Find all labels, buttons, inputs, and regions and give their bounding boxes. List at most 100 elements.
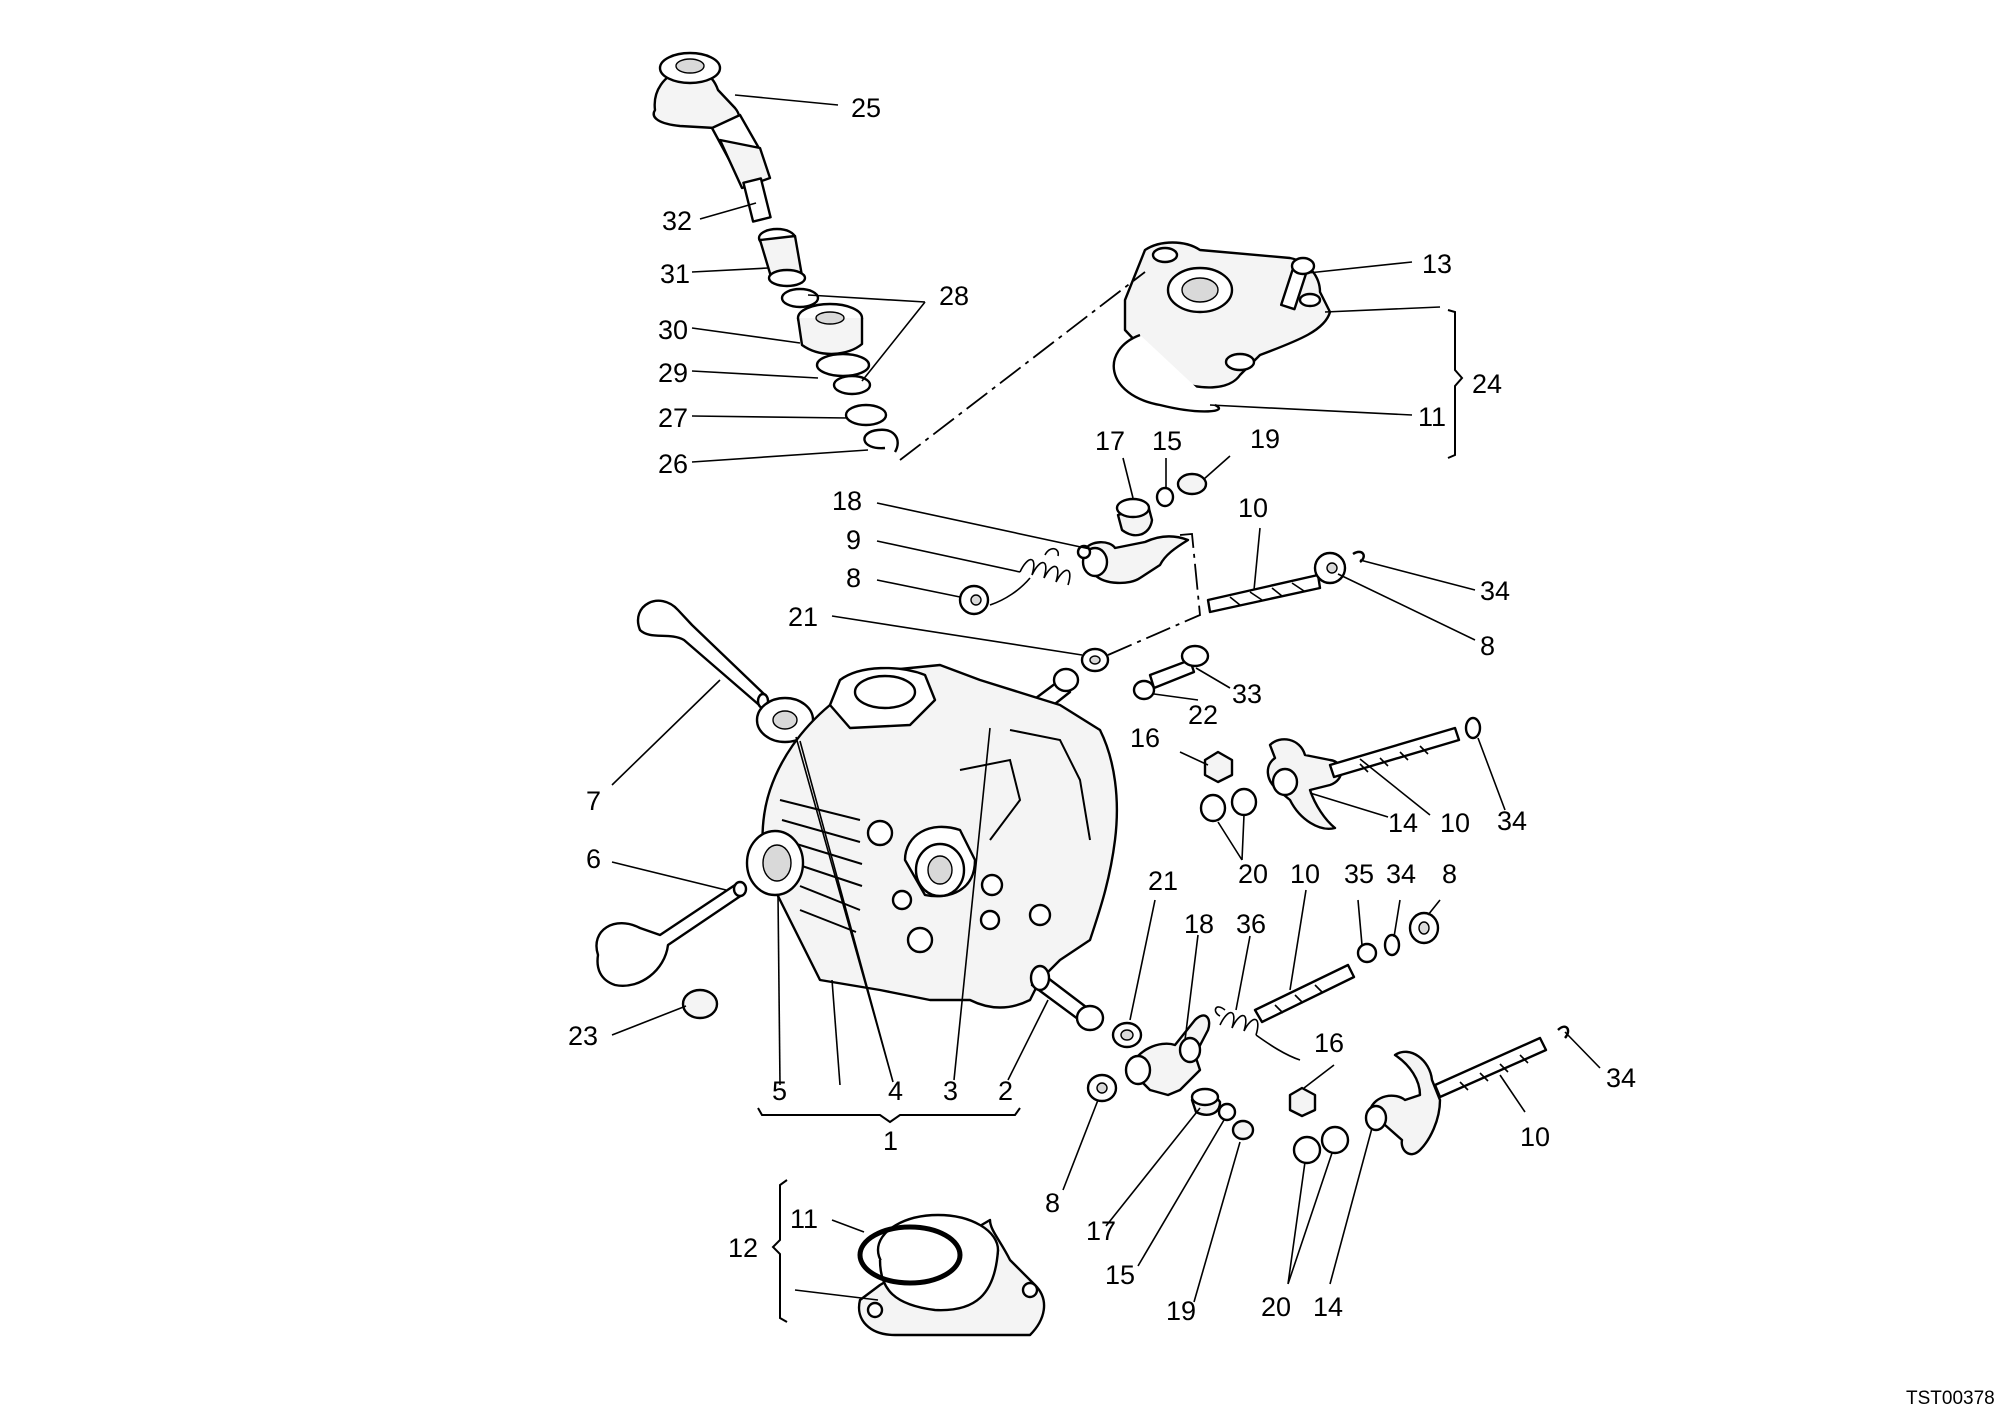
part-34-clip-c xyxy=(1383,933,1401,957)
callout-31: 31 xyxy=(660,259,690,289)
callout-10-d: 10 xyxy=(1520,1122,1550,1152)
part-7-valve xyxy=(636,599,770,710)
callout-8-a: 8 xyxy=(846,563,861,593)
brace-1 xyxy=(757,1107,1021,1124)
callout-13: 13 xyxy=(1422,249,1452,279)
callout-8-c: 8 xyxy=(1442,859,1457,889)
brace-12 xyxy=(771,1179,788,1323)
callout-29: 29 xyxy=(658,358,688,388)
callout-24: 24 xyxy=(1472,369,1502,399)
callout-35: 35 xyxy=(1344,859,1374,889)
part-29-washer xyxy=(815,352,871,378)
part-10-shaft-d xyxy=(1433,1036,1548,1099)
callout-32: 32 xyxy=(662,206,692,236)
part-10-shaft-c xyxy=(1253,963,1356,1024)
callout-9: 9 xyxy=(846,525,861,555)
callout-17-top: 17 xyxy=(1095,426,1125,456)
callout-12: 12 xyxy=(728,1233,758,1263)
part-31-adaptor xyxy=(757,227,807,288)
callout-16-low: 16 xyxy=(1314,1028,1344,1058)
callout-25: 25 xyxy=(851,93,881,123)
callout-10-a: 10 xyxy=(1238,493,1268,523)
centerline-sensor xyxy=(899,271,1146,461)
part-4-seal xyxy=(755,696,815,744)
part-20-washers-b xyxy=(1292,1125,1350,1165)
part-8-washer-b xyxy=(1313,551,1347,585)
part-18-rocker-top xyxy=(1076,535,1190,585)
callout-labels: 25 32 31 28 30 29 27 26 13 24 11 17 15 1… xyxy=(568,93,1995,1409)
callout-8-d: 8 xyxy=(1045,1188,1060,1218)
part-18-rocker-low xyxy=(1124,1014,1211,1097)
callout-19-low: 19 xyxy=(1166,1296,1196,1326)
leader-lines xyxy=(611,94,1601,1303)
part-2-guide xyxy=(1029,964,1105,1032)
callout-5: 5 xyxy=(772,1076,787,1106)
part-12-flange xyxy=(857,1213,1046,1337)
centerline-rocker xyxy=(1107,533,1201,656)
part-19-shim-top xyxy=(1176,472,1208,496)
drawing-code: TST00378 xyxy=(1906,1388,1995,1409)
part-16-nut-a xyxy=(1203,750,1234,784)
part-15-washer-top xyxy=(1155,486,1175,508)
callout-27: 27 xyxy=(658,403,688,433)
part-23-plug xyxy=(681,988,719,1020)
part-32-sensor xyxy=(710,113,772,223)
part-15-washer-low xyxy=(1217,1102,1237,1122)
part-14-rocker-b xyxy=(1364,1050,1442,1156)
part-14-rocker-a xyxy=(1266,738,1343,830)
callout-34-b: 34 xyxy=(1497,806,1527,836)
part-22-washer xyxy=(1132,679,1156,701)
callout-36: 36 xyxy=(1236,909,1266,939)
part-28-oring-a xyxy=(780,287,820,309)
part-10-shaft-b xyxy=(1328,726,1461,779)
callout-8-b: 8 xyxy=(1480,631,1495,661)
callout-15-top: 15 xyxy=(1152,426,1182,456)
callout-3: 3 xyxy=(943,1076,958,1106)
callout-10-b: 10 xyxy=(1440,808,1470,838)
part-27-washer xyxy=(844,403,888,427)
callout-34-c: 34 xyxy=(1386,859,1416,889)
part-8-washer-c xyxy=(1408,911,1440,945)
part-34-clip-b xyxy=(1464,716,1482,740)
part-8-washer-d xyxy=(1086,1073,1118,1103)
part-17-bushing-low xyxy=(1190,1087,1222,1116)
part-24-cover xyxy=(1123,241,1332,389)
part-20-washers-a xyxy=(1199,787,1258,823)
part-11-oring-low xyxy=(857,1224,963,1286)
part-6-valve xyxy=(595,880,748,987)
part-21-seal-top xyxy=(1080,647,1110,673)
part-10-shaft-a xyxy=(1206,573,1322,614)
callout-14-top: 14 xyxy=(1388,808,1418,838)
callout-34-d: 34 xyxy=(1606,1063,1636,1093)
part-21-seal-low xyxy=(1111,1021,1143,1049)
callout-19-top: 19 xyxy=(1250,424,1280,454)
part-11-oring-top xyxy=(1112,333,1221,413)
callout-1: 1 xyxy=(883,1126,898,1156)
callout-10-c: 10 xyxy=(1290,859,1320,889)
callout-18-top: 18 xyxy=(832,486,862,516)
part-19-shim-low xyxy=(1231,1119,1255,1141)
callout-18-low: 18 xyxy=(1184,909,1214,939)
callout-21-low: 21 xyxy=(1148,866,1178,896)
callout-28: 28 xyxy=(939,281,969,311)
part-35-ring xyxy=(1356,942,1378,964)
callout-4: 4 xyxy=(888,1076,903,1106)
callout-30: 30 xyxy=(658,315,688,345)
callout-23: 23 xyxy=(568,1021,598,1051)
part-1-cylinder-head xyxy=(761,663,1119,1009)
callout-15-low: 15 xyxy=(1105,1260,1135,1290)
callout-20-low: 20 xyxy=(1261,1292,1291,1322)
part-5-seal-ring xyxy=(745,829,805,897)
callout-7: 7 xyxy=(586,786,601,816)
part-8-washer-a xyxy=(958,584,990,616)
brace-24 xyxy=(1447,309,1464,459)
part-9-spring xyxy=(989,547,1071,606)
callout-2: 2 xyxy=(998,1076,1013,1106)
part-16-nut-b xyxy=(1288,1086,1317,1118)
part-25-cap xyxy=(652,51,741,130)
callout-26: 26 xyxy=(658,449,688,479)
callout-34-a: 34 xyxy=(1480,576,1510,606)
part-34-clip-d xyxy=(1557,1025,1570,1039)
part-13-screw xyxy=(1279,256,1316,311)
